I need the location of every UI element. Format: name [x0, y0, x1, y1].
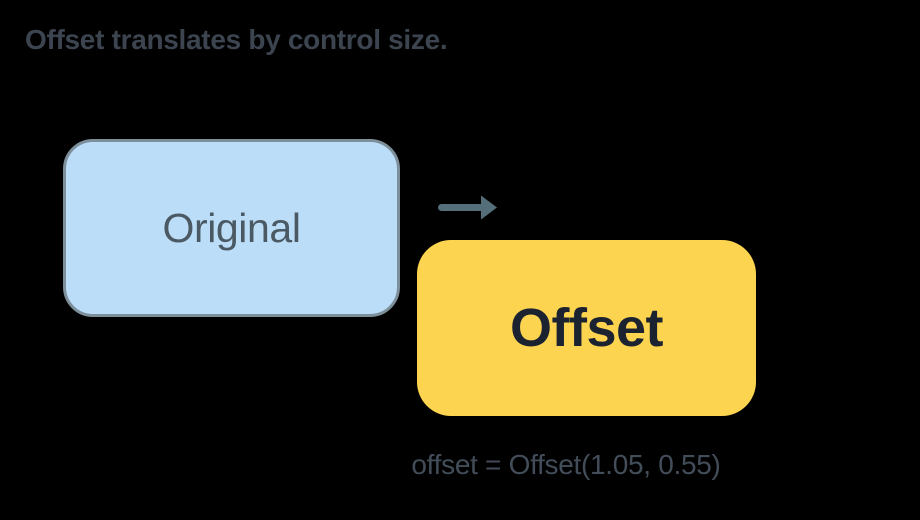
offset-box-label: Offset [509, 298, 664, 358]
diagram-title: Offset translates by control size. [25, 24, 448, 55]
original-box: Original [63, 139, 400, 317]
arrow-right-icon [438, 195, 497, 220]
offset-box: Offset [417, 240, 756, 416]
offset-formula-caption: offset = Offset(1.05, 0.55) [411, 449, 721, 480]
original-box-label: Original [162, 204, 301, 251]
